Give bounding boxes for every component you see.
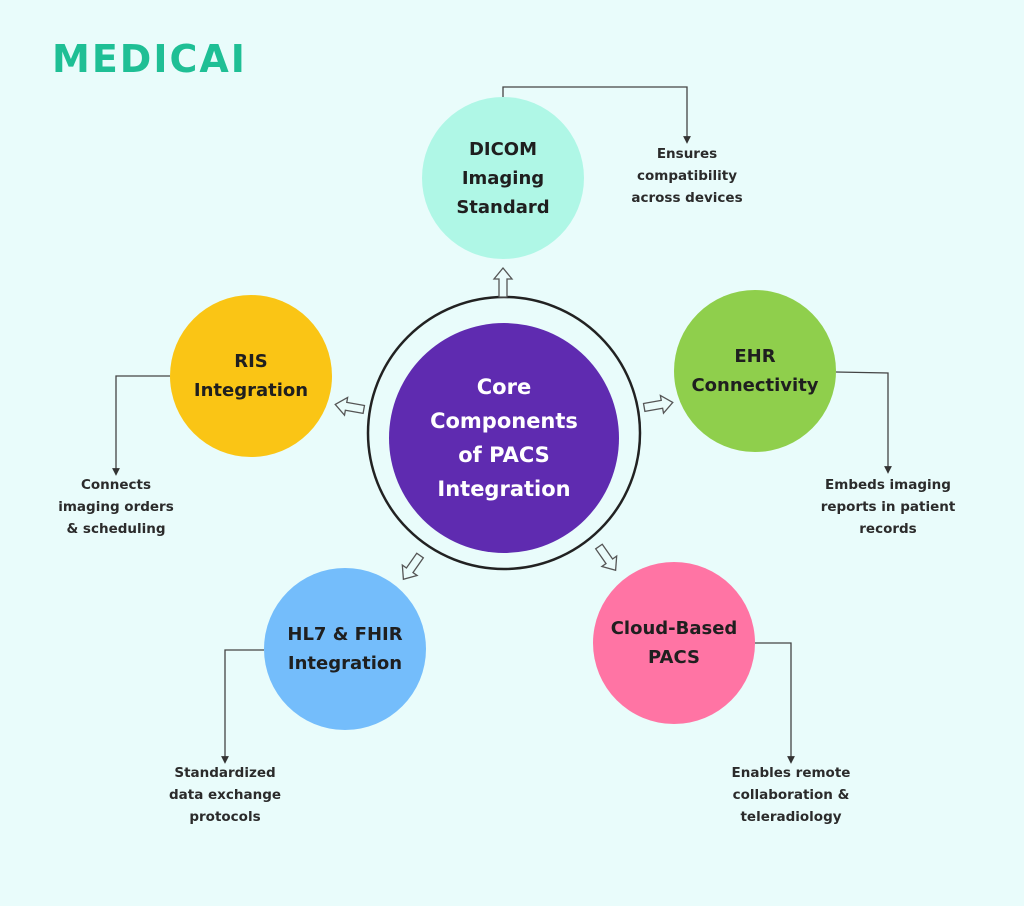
arrow-to-hl7-icon — [401, 552, 425, 581]
connector-cloud — [755, 642, 795, 764]
connector-dicom — [502, 86, 691, 144]
node-dicom-imaging-standard: DICOM Imaging Standard — [422, 97, 584, 259]
description-dicom: Ensures compatibility across devices — [631, 146, 743, 206]
connector-ehr — [835, 371, 892, 474]
arrow-to-cloud-icon — [594, 543, 618, 572]
description-ris: Connects imaging orders & scheduling — [58, 477, 174, 537]
node-cloud-based-pacs: Cloud-Based PACS — [593, 562, 755, 724]
arrow-to-dicom-icon — [492, 266, 514, 298]
connector-hl7 — [221, 649, 264, 764]
description-ehr: Embeds imaging reports in patient record… — [820, 477, 956, 537]
node-ris-integration: RIS Integration — [170, 295, 332, 457]
description-hl7: Standardized data exchange protocols — [168, 765, 282, 825]
center-node-core-components: Core Components of PACS Integration — [389, 323, 619, 553]
medicai-logo: MEDICAI — [52, 37, 247, 81]
connector-ris — [112, 375, 170, 476]
node-hl7-fhir-integration: HL7 & FHIR Integration — [264, 568, 426, 730]
node-ehr-connectivity: EHR Connectivity — [674, 290, 836, 452]
arrow-to-ehr-icon — [642, 394, 674, 415]
arrow-to-ris-icon — [334, 396, 366, 417]
description-cloud: Enables remote collaboration & teleradio… — [731, 765, 851, 825]
